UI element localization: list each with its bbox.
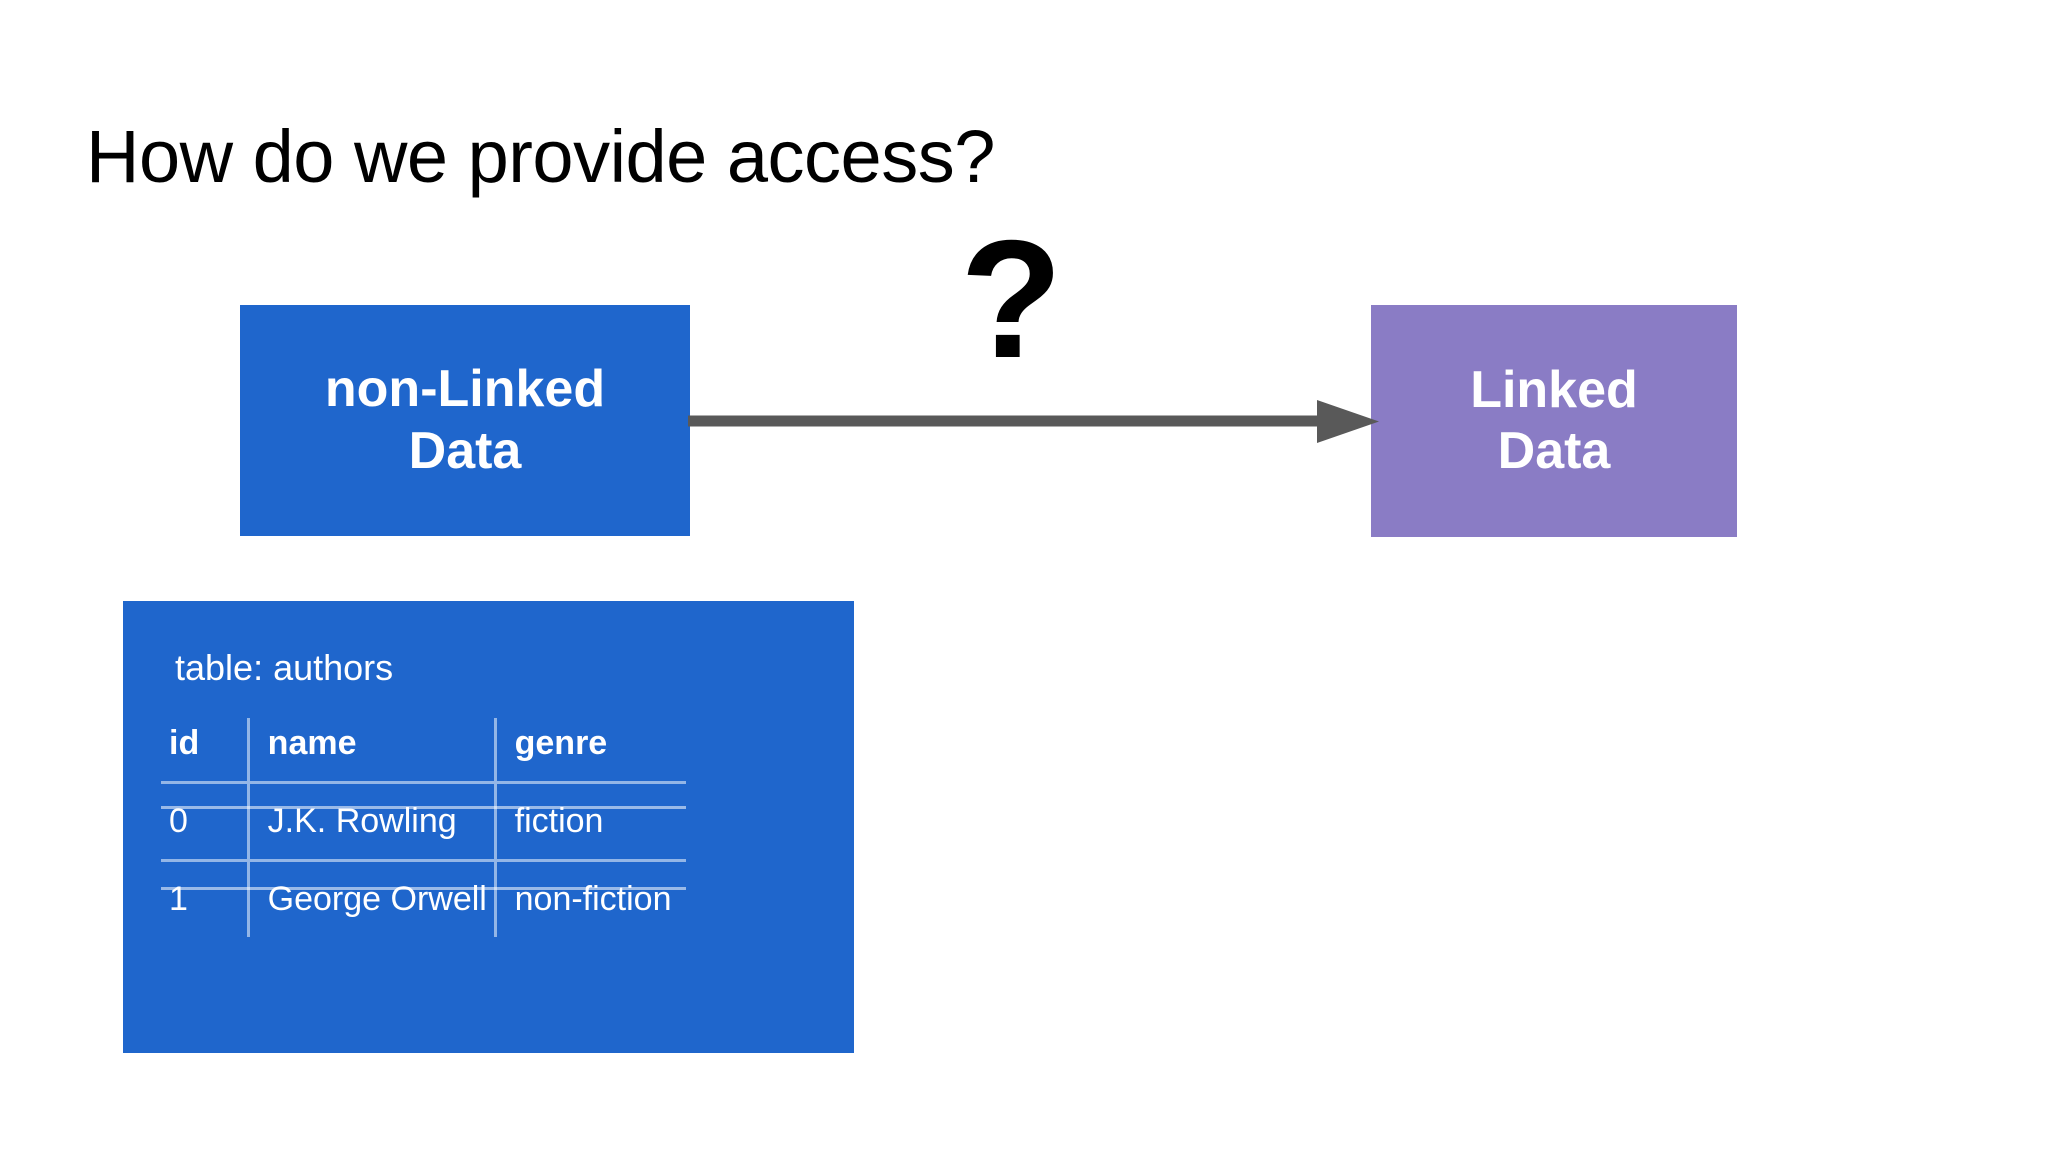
column-header-genre: genre (493, 718, 686, 783)
cell-genre: non-fiction (493, 859, 686, 937)
table-caption: table: authors (175, 647, 394, 688)
question-mark-annotation: ? (960, 205, 1063, 393)
authors-table: id name genre 0 J.K. Rowling fiction 1 G… (161, 718, 686, 937)
page-title: How do we provide access? (86, 115, 995, 198)
non-linked-data-box-label: non-Linked Data (240, 359, 690, 482)
column-header-name: name (246, 718, 496, 783)
cell-name: George Orwell (246, 859, 496, 937)
non-linked-data-line-2: Data (408, 421, 522, 480)
table-row: 0 J.K. Rowling fiction (161, 781, 686, 861)
right-arrow-icon (688, 400, 1379, 443)
non-linked-data-box: non-Linked Data (240, 305, 690, 536)
authors-table-card: table: authors id name genre 0 J.K. Rowl… (123, 601, 854, 1053)
linked-data-line-1: Linked (1470, 360, 1638, 419)
cell-id: 0 (161, 781, 249, 861)
linked-data-box: Linked Data (1371, 305, 1737, 537)
table-row: 1 George Orwell non-fiction (161, 859, 686, 937)
linked-data-box-label: Linked Data (1371, 360, 1737, 483)
linked-data-line-2: Data (1497, 422, 1611, 480)
column-header-id: id (169, 724, 200, 762)
table-header-row: id name genre (161, 718, 686, 783)
non-linked-data-line-1: non-Linked (324, 360, 606, 419)
cell-name: J.K. Rowling (246, 781, 496, 861)
cell-genre: fiction (493, 781, 686, 861)
cell-id: 1 (161, 859, 249, 937)
